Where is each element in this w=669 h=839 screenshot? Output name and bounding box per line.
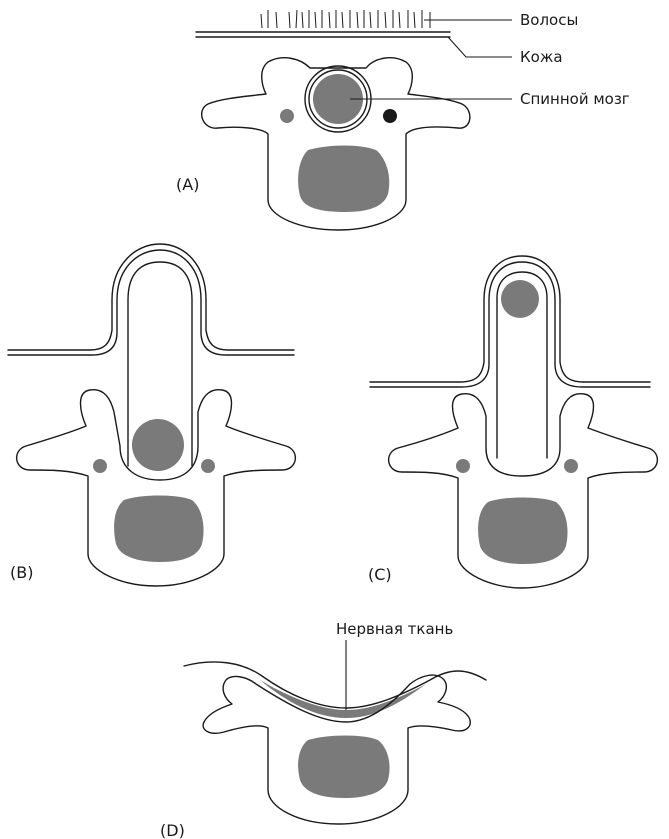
panel-label-a: (A) [176,175,199,194]
vertebral-body [298,146,389,213]
spinal-cord [501,280,539,318]
label-hair: Волосы [520,11,578,29]
label-skin: Кожа [520,48,563,66]
panel-b: (B) [8,244,295,586]
label-nerve-tissue: Нервная ткань [336,620,453,638]
skin-sac-outer [8,244,294,350]
nerve-root-right [564,459,578,473]
panel-d: Нервная ткань (D) [160,620,486,839]
panel-label-b: (B) [10,563,33,582]
panel-label-c: (C) [368,565,392,584]
skin-layer [196,32,450,37]
vertebral-body [478,498,567,565]
panel-c: (C) [368,256,657,588]
spinal-cord [132,419,184,471]
panel-label-d: (D) [160,821,185,839]
skin-leader [448,37,512,57]
skin-sac-inner [370,262,650,387]
nerve-root-left [280,109,294,123]
nerve-root-left [93,459,107,473]
nerve-tissue [260,680,426,718]
vertebral-body [298,736,389,799]
nerve-root-right [201,459,215,473]
label-spinal-cord: Спинной мозг [520,90,630,108]
nerve-root-right [383,109,397,123]
skin-sac-inner [8,250,294,355]
panel-a: Волосы Кожа Спинной мозг (A) [176,10,630,230]
vertebral-body [114,496,203,563]
nerve-root-left [456,459,470,473]
hair-strands [261,10,430,28]
